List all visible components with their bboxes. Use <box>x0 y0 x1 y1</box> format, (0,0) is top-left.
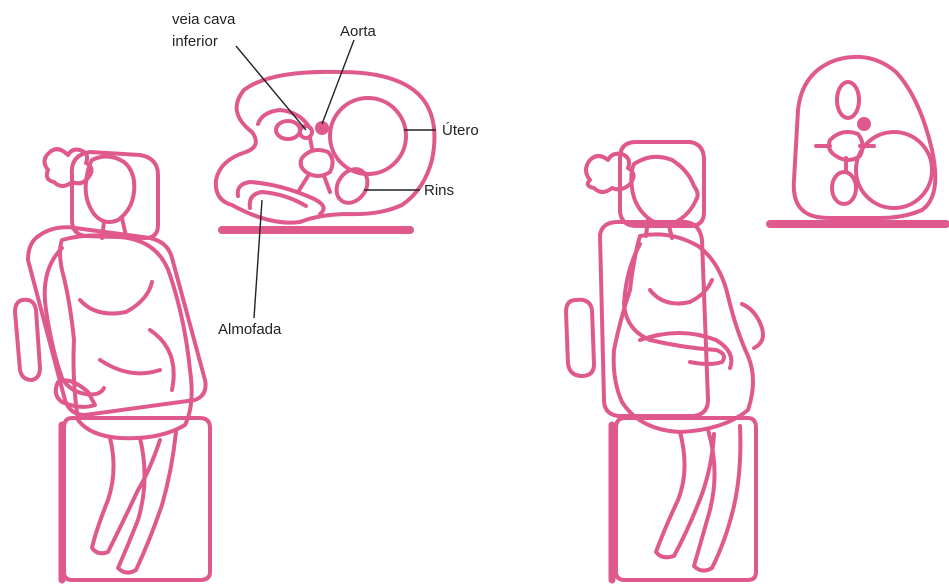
right-legs <box>656 426 740 571</box>
left-pillow-inner2 <box>250 192 306 208</box>
right-cross-section <box>770 57 946 224</box>
right-kidney-lower <box>832 172 856 204</box>
right-uterus-circle <box>856 132 932 208</box>
left-kidney-upper <box>276 121 300 139</box>
right-kidney-upper <box>837 82 859 118</box>
left-armrest <box>15 300 40 380</box>
left-stretcher-mattress <box>64 418 210 580</box>
left-kidney-lower <box>330 163 374 209</box>
pillow-label: Almofada <box>218 321 282 338</box>
aorta-label: Aorta <box>340 23 377 40</box>
right-armrest <box>566 300 594 376</box>
right-armrest-rear <box>742 304 763 348</box>
right-vertebra <box>816 132 874 172</box>
uterus-label: Útero <box>442 122 479 139</box>
left-legs <box>92 432 176 573</box>
left-vena-cava <box>300 126 312 138</box>
right-aorta <box>859 119 869 129</box>
vena-cava-label-line1: veia cava <box>172 11 236 28</box>
left-stretcher-figure <box>15 149 210 580</box>
vena-cava-label-line2: inferior <box>172 33 218 50</box>
right-hair-bun <box>586 154 634 192</box>
left-head <box>86 156 135 222</box>
right-stretcher-figure <box>566 142 763 580</box>
left-vertebra <box>298 138 333 192</box>
left-cross-section <box>216 72 435 230</box>
kidneys-label: Rins <box>424 182 454 199</box>
left-uterus-circle <box>330 98 406 174</box>
right-head <box>631 157 697 224</box>
left-aorta <box>317 123 327 133</box>
left-belly-curve <box>80 282 152 314</box>
left-bump <box>100 330 174 390</box>
